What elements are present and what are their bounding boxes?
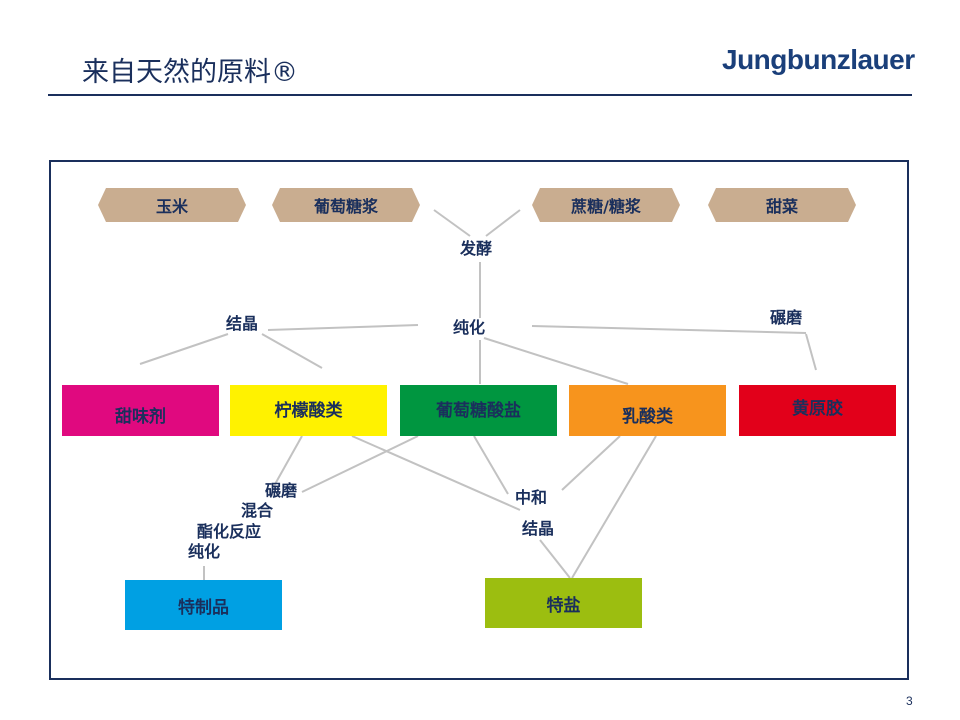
- process-purification-left: 纯化: [188, 542, 221, 561]
- connector-citric-milling: [273, 435, 303, 487]
- source-shape-glucose: [272, 188, 420, 222]
- source-shape-sugar: [532, 188, 680, 222]
- process-purification: 纯化: [453, 318, 486, 337]
- product-sweeteners: 甜味剂: [62, 385, 219, 436]
- connector-crystallization-salts: [539, 539, 571, 579]
- process-milling-left: 碾磨: [265, 481, 298, 500]
- connector-citric-neutralization: [351, 435, 521, 511]
- connector-purification-crystallization: [267, 324, 419, 331]
- connector-gluconates-neutralization: [473, 435, 509, 495]
- source-corn: 玉米: [155, 197, 188, 216]
- connector-sugar-fermentation: [485, 209, 521, 237]
- process-neutralization: 中和: [515, 488, 548, 507]
- source-sucrose-syrup: 蔗糖/糖浆: [571, 197, 641, 216]
- connector-gluconates-milling: [301, 435, 419, 493]
- source-shape-beet: [708, 188, 856, 222]
- connector-lactics-neutralization: [561, 435, 621, 491]
- connector-crystallization-citric: [261, 333, 323, 369]
- source-glucose-syrup: 葡萄糖浆: [313, 197, 378, 216]
- company-logo: Jungbunzlauer: [722, 44, 915, 75]
- connector-milling-xanthan: [805, 333, 817, 371]
- connector-lactics-salts: [571, 435, 657, 579]
- process-fermentation: 发酵: [460, 239, 493, 258]
- connector-glucose-fermentation: [433, 209, 471, 237]
- source-sugar-beet: 甜菜: [765, 197, 798, 216]
- page-number: 3: [906, 694, 913, 708]
- connector-purification-lactics: [483, 337, 629, 385]
- product-lactics: 乳酸类: [569, 385, 726, 436]
- process-esterification: 酯化反应: [197, 522, 262, 541]
- product-specialties: 特制品: [125, 580, 282, 630]
- diagram-frame: [49, 160, 909, 680]
- source-shape-corn: [98, 188, 246, 222]
- product-gluconates: 葡萄糖酸盐: [400, 385, 557, 436]
- header-divider: [48, 94, 912, 96]
- product-xanthan-gum: 黄原胶: [739, 385, 896, 436]
- product-citric-acids: 柠檬酸类: [230, 385, 387, 436]
- process-crystallization: 结晶: [226, 314, 259, 333]
- connector-crystallization-sweeteners: [139, 333, 229, 365]
- process-crystallization-bottom: 结晶: [522, 519, 555, 538]
- process-mixing: 混合: [241, 501, 274, 520]
- page-title: 来自天然的原料®: [82, 57, 298, 88]
- connector-purification-milling: [531, 325, 807, 334]
- process-milling-right: 碾磨: [770, 308, 803, 327]
- product-special-salts: 特盐: [485, 578, 642, 628]
